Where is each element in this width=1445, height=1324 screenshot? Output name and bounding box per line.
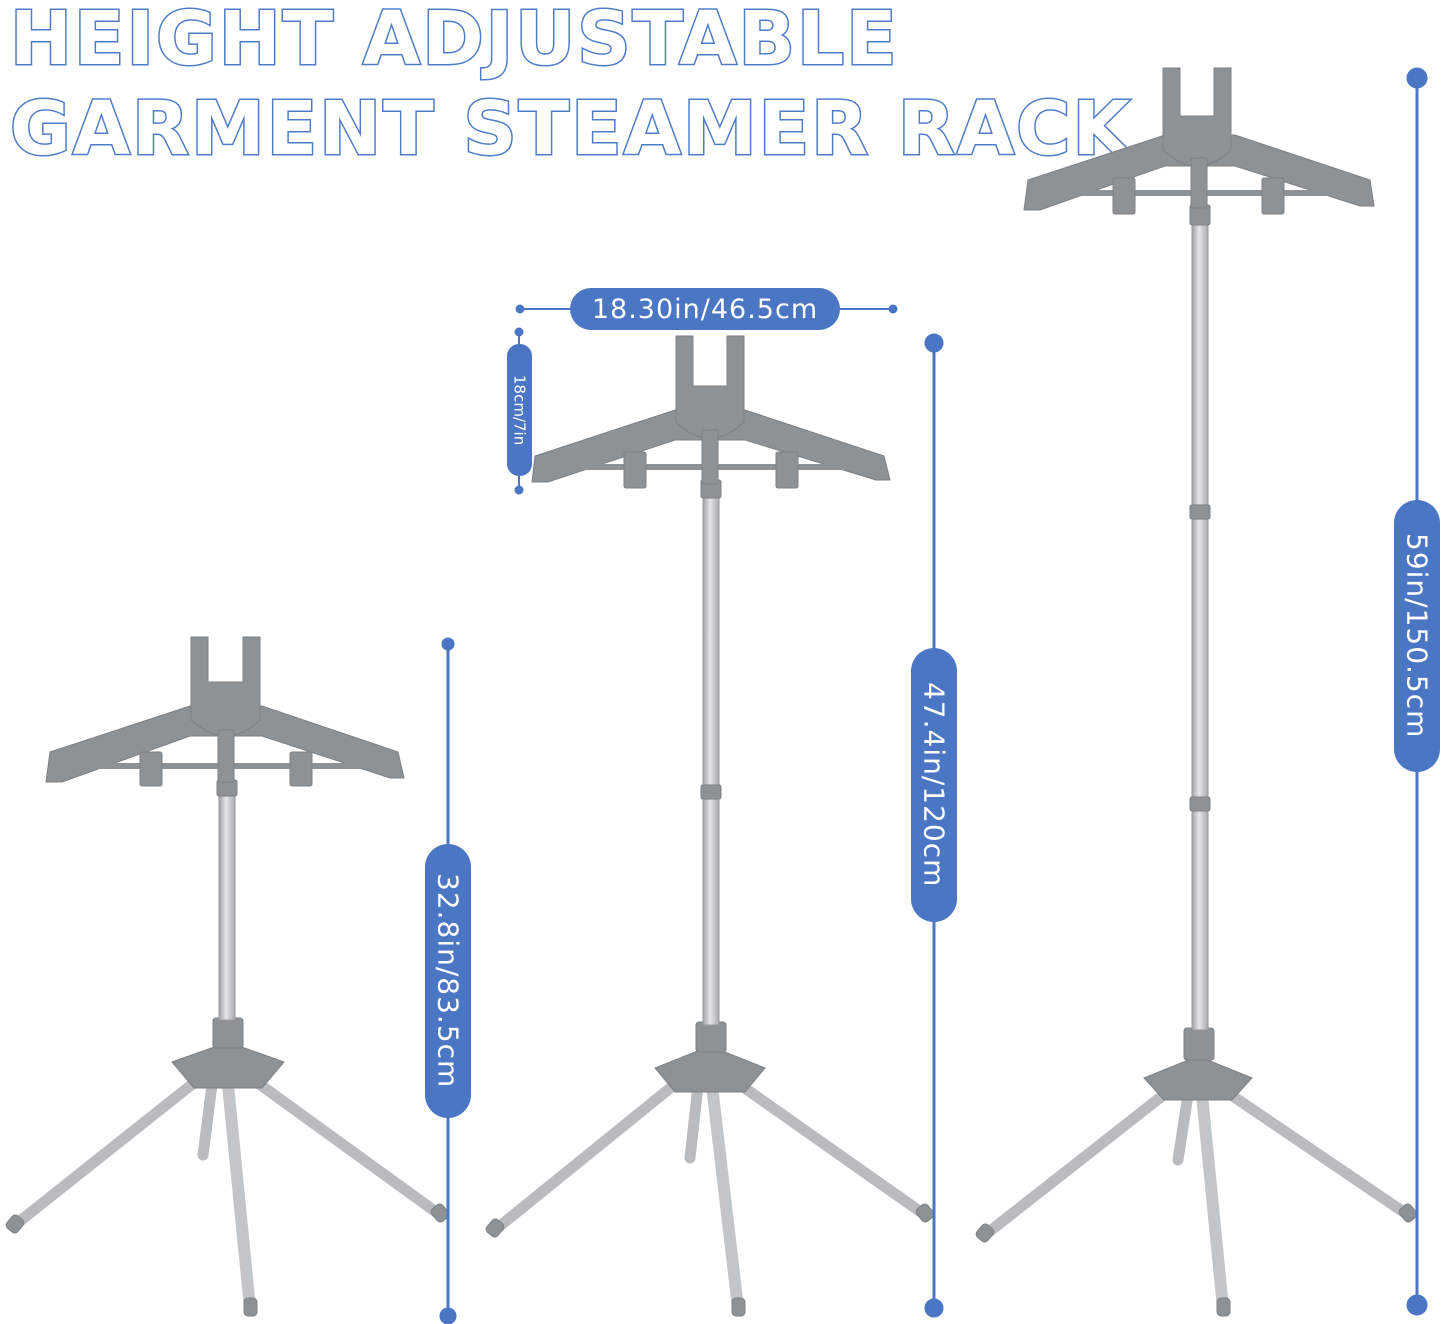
hanger-height-dimension-label: 18cm/7in [507,344,532,476]
tall-height-dimension-label: 59in/150.5cm [1394,500,1440,772]
rack-tall [975,67,1418,1317]
rack-short [5,636,450,1317]
short-height-dimension-label: 32.8in/83.5cm [425,844,471,1118]
rack-medium [485,335,935,1317]
medium-height-dimension-label: 47.4in/120cm [911,648,957,922]
title-line-1: HEIGHT ADJUSTABLE [9,0,899,82]
width-dimension-label: 18.30in/46.5cm [570,288,840,330]
title-line-2: GARMENT STEAMER RACK [9,86,1132,172]
